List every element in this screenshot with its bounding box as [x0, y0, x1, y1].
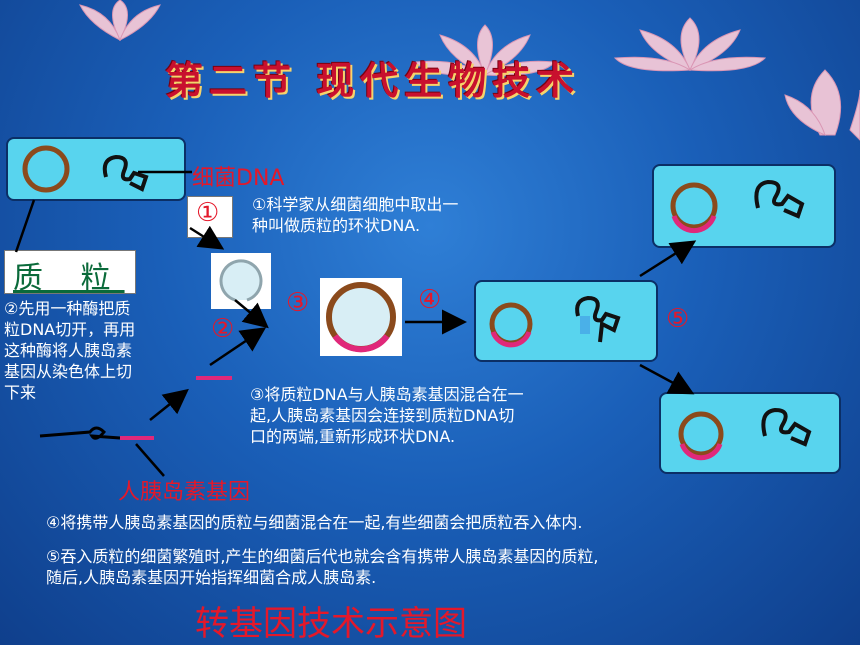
step-1-text: ①科学家从细菌细胞中取出一 种叫做质粒的环状DNA.: [252, 195, 459, 235]
step-5-text: ⑤吞入质粒的细菌繁殖时,产生的细菌后代也就会含有携带人胰岛素基因的质粒, 随后,…: [46, 547, 599, 587]
diagram-caption: 转基因技术示意图: [195, 604, 467, 644]
offspring-top-contents: [670, 179, 805, 234]
step-marker-1: ①: [196, 198, 220, 228]
bacterial-offspring-bottom: [659, 392, 841, 474]
step-marker-5: ⑤: [666, 304, 690, 334]
transformed-cell-contents: [489, 295, 621, 348]
recombinant-plasmid: [326, 282, 396, 353]
bacterial-cell-contents: [22, 145, 149, 193]
step-marker-4: ④: [418, 285, 442, 315]
offspring-bottom-contents: [678, 407, 812, 461]
plasmid-label-box: 质 粒: [4, 250, 136, 296]
bacterial-cell-transformed: [474, 280, 658, 362]
slide-title: 第二节 现代生物技术: [165, 59, 581, 103]
plasmid-ring: [22, 145, 70, 193]
step-4-text: ④将携带人胰岛素基因的质粒与细菌混合在一起,有些细菌会把质粒吞入体内.: [46, 513, 583, 532]
step-marker-3: ③: [286, 288, 310, 318]
chromosome-strand: [39, 426, 121, 440]
step-marker-2: ②: [211, 314, 235, 344]
step-3-text: ③将质粒DNA与人胰岛素基因混合在一 起,人胰岛素基因会连接到质粒DNA切 口的…: [250, 385, 524, 446]
step-2-text: ②先用一种酶把质 粒DNA切开，再用 这种酶将人胰岛素 基因从染色体上切 下来: [4, 299, 136, 402]
insert-gene-segment: [332, 334, 390, 353]
plasmid-label: 质 粒: [13, 261, 125, 296]
bacterial-offspring-top: [652, 164, 836, 248]
bacterial-dna-label: 细菌DNA: [192, 166, 285, 191]
bacterial-dna-strand: [102, 154, 149, 192]
cut-plasmid: [219, 259, 263, 302]
insulin-gene-label: 人胰岛素基因: [118, 480, 251, 505]
bacterial-cell-original: [6, 137, 186, 201]
